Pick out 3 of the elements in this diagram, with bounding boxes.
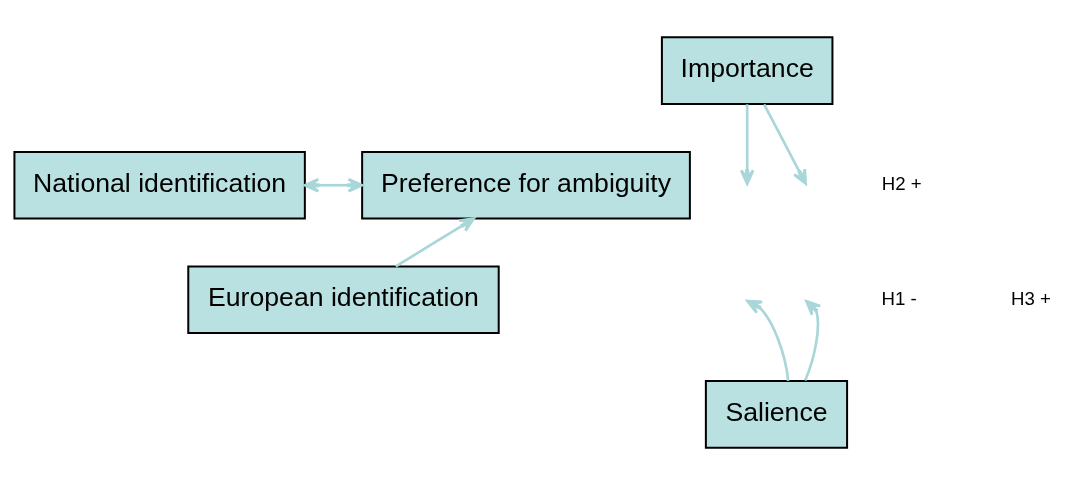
label: H2 + xyxy=(881,173,922,195)
label: H1 - xyxy=(881,287,917,309)
label: H3 + xyxy=(1010,287,1051,309)
